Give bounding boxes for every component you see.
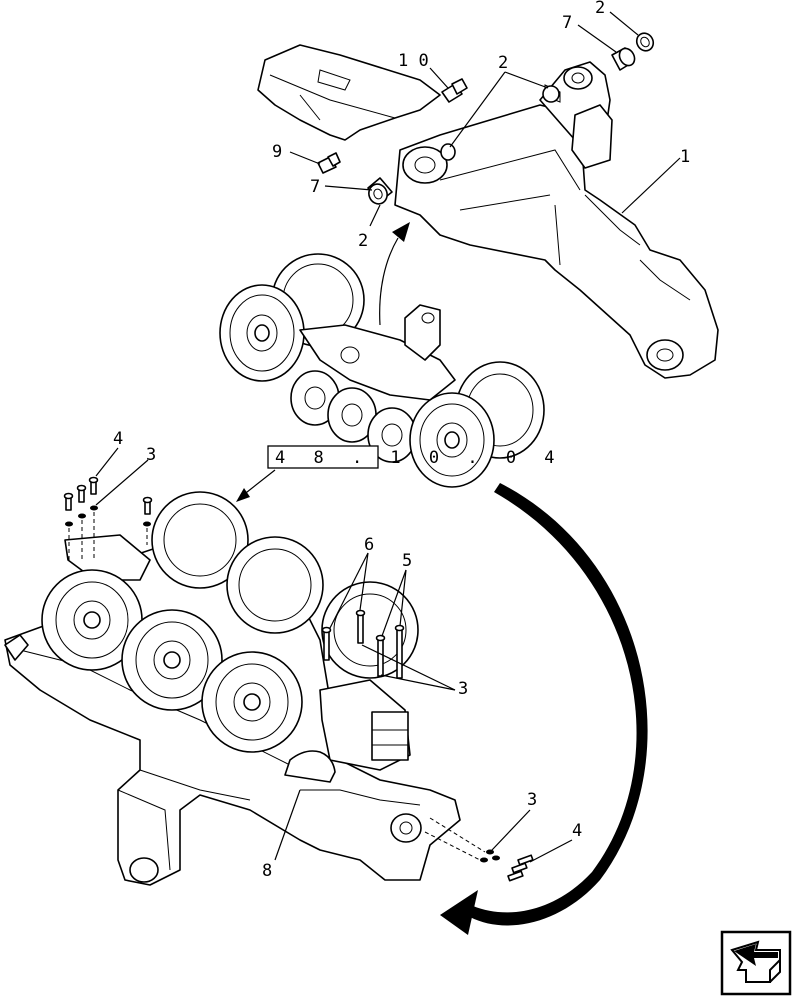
reference-arrow [236,469,276,502]
bogie-wheel-assembly [219,253,545,488]
callout-4-left: 4 [113,429,123,449]
callout-5: 5 [402,551,412,571]
reference-box[interactable]: 4 8 . 1 0 . 0 4 [267,445,564,469]
reference-text: 4 8 . 1 0 . 0 4 [275,448,564,468]
callout-9: 9 [272,142,282,162]
callout-4-right: 4 [572,821,582,841]
callout-2-low: 2 [358,231,368,251]
leader-lines-top [289,11,681,227]
callout-labels: 2 7 1 0 2 9 7 2 1 4 3 6 5 3 8 3 4 [113,0,690,881]
callout-6: 6 [364,535,374,555]
top-hardware [317,32,655,205]
callout-7-left: 7 [310,177,320,197]
lower-bogie-assembly [4,491,461,886]
callout-3-left: 3 [146,445,156,465]
bolt-group-hub [321,609,405,679]
callout-8: 8 [262,861,272,881]
callout-2-upper: 2 [498,53,508,73]
assembly-arrow-up [379,222,410,326]
bolt-group-left [63,476,153,560]
callout-2-top: 2 [595,0,605,18]
curved-rotation-arrow [440,483,648,935]
bolt-group-right [424,817,534,882]
callout-1: 1 [680,147,690,167]
return-arrow-icon[interactable] [720,930,792,996]
bogie-beam-part [257,44,719,379]
callout-3-right: 3 [527,790,537,810]
callout-10: 1 0 [398,51,429,71]
callout-7-top: 7 [562,13,572,33]
leader-lines-lower [95,447,573,863]
callout-3-mid: 3 [458,679,468,699]
